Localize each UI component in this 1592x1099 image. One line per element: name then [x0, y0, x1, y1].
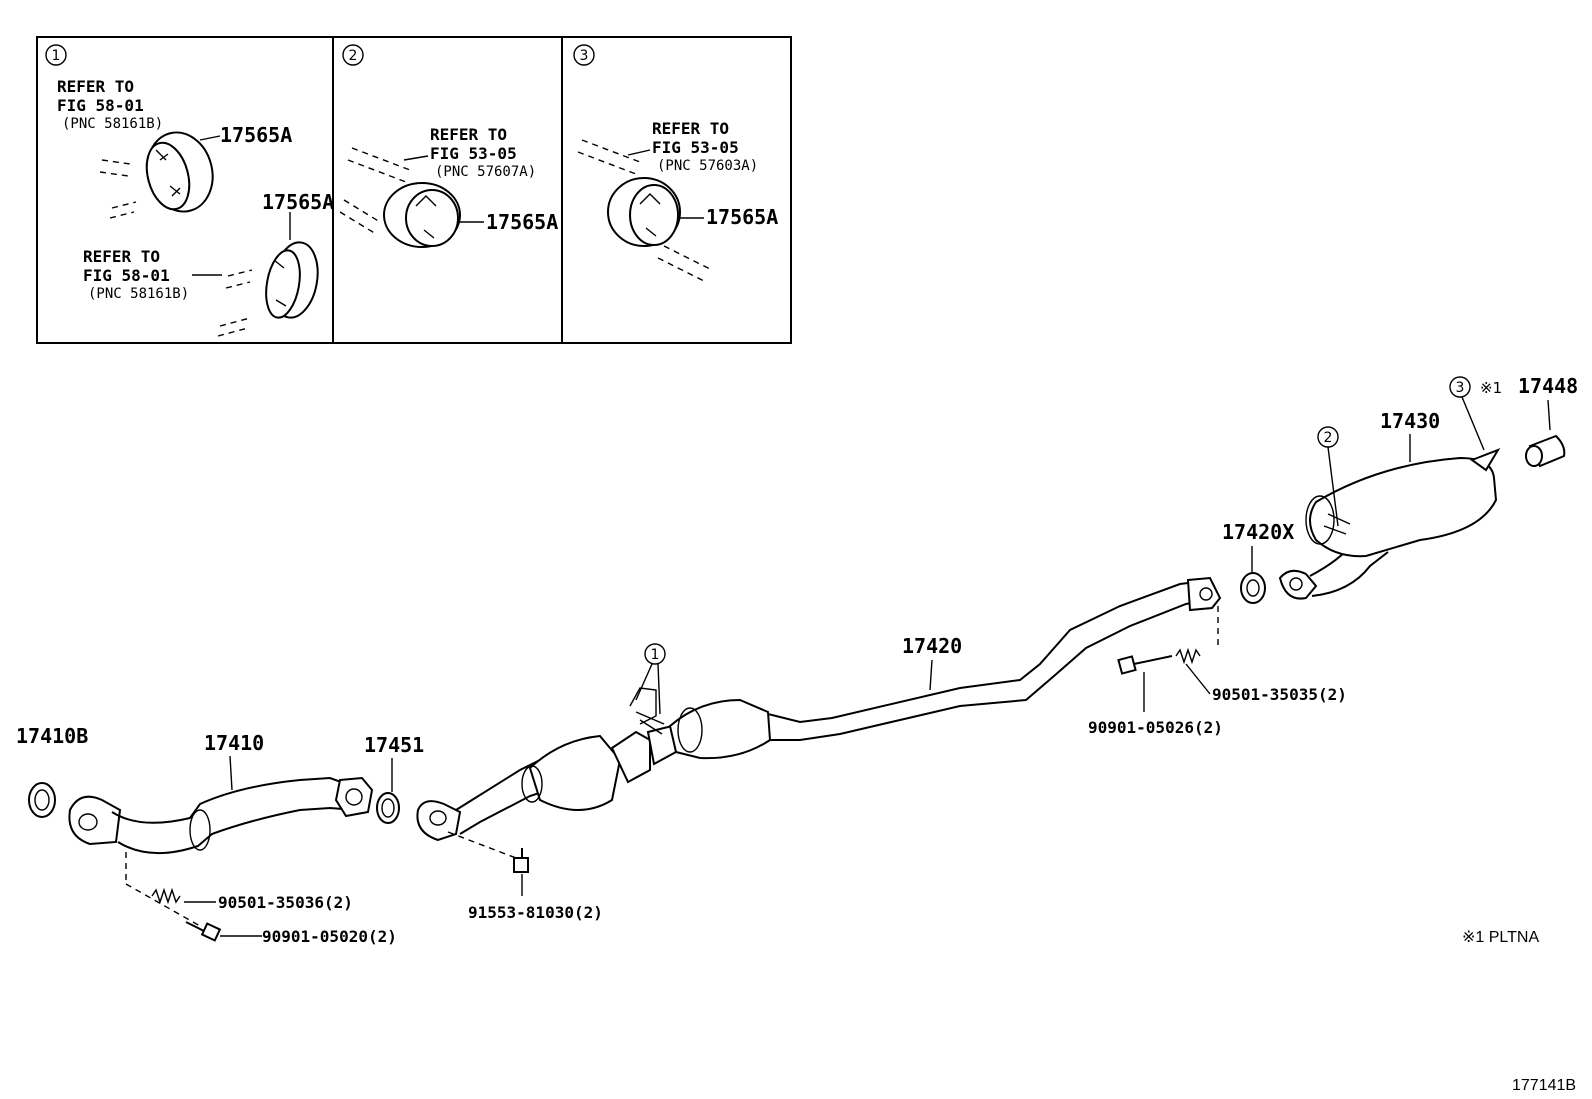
part-91553-81030-label: 91553-81030(2) — [468, 903, 603, 922]
gasket-17420X — [1240, 572, 1266, 604]
inset-panel-2: 2 REFER TO FIG 53-05 (PNC 57607A) 17565A — [339, 44, 558, 248]
gasket-17451 — [376, 792, 400, 824]
spring-icon — [151, 887, 181, 905]
inset-box — [36, 36, 792, 344]
inset-panel-3: 3 REFER TO FIG 53-05 (PNC 57603A) 17565A — [573, 44, 778, 283]
figure-code: 177141B — [1512, 1077, 1576, 1094]
panel-2-label: 17565A — [486, 210, 558, 234]
hanger-rubber-icon — [607, 177, 681, 247]
part-90901-05026-label: 90901-05026(2) — [1088, 718, 1223, 737]
panel-1-ref-b-line2: FIG 58-01 — [83, 266, 170, 285]
inset-panel-1: 1 REFER TO FIG 58-01 (PNC 58161B) 17565A… — [45, 44, 334, 337]
callout-1: 1 — [651, 647, 660, 663]
footnote: ※1 PLTNA — [1462, 929, 1539, 946]
tail-tip-17448 — [1525, 434, 1566, 468]
spring-icon — [1175, 647, 1201, 665]
part-90901-05020-label: 90901-05020(2) — [262, 927, 397, 946]
panel-1-number: 1 — [52, 48, 61, 64]
catalytic-converter-pipe — [416, 576, 1222, 842]
part-90501-35035-label: 90501-35035(2) — [1212, 685, 1347, 704]
hanger-rubber-icon — [265, 241, 319, 319]
hanger-rubber-icon — [383, 182, 461, 248]
panel-2-ref-line3: (PNC 57607A) — [435, 164, 536, 180]
note-mark-label: ※1 — [1480, 379, 1502, 397]
panel-1-ref-a-line3: (PNC 58161B) — [62, 116, 163, 132]
panel-1-ref-a-line1: REFER TO — [57, 77, 134, 96]
part-17420X-label: 17420X — [1222, 520, 1294, 544]
bracket-icon — [629, 687, 665, 735]
part-17410-label: 17410 — [204, 731, 264, 755]
part-17430-label: 17430 — [1380, 409, 1440, 433]
panel-2-ref-line1: REFER TO — [430, 125, 507, 144]
panel-3-ref-line1: REFER TO — [652, 119, 729, 138]
panel-3-ref-line2: FIG 53-05 — [652, 138, 739, 157]
panel-3-ref-line3: (PNC 57603A) — [657, 158, 758, 174]
hanger-rubber-icon — [145, 131, 214, 213]
part-17420-label: 17420 — [902, 634, 962, 658]
callout-2: 2 — [1324, 430, 1333, 446]
callout-3: 3 — [1456, 380, 1465, 396]
bolt-icon — [185, 921, 222, 942]
part-17451-label: 17451 — [364, 733, 424, 757]
panel-1-ref-a-line2: FIG 58-01 — [57, 96, 144, 115]
panel-1-ref-b-line3: (PNC 58161B) — [88, 286, 189, 302]
panel-1-ref-b-line1: REFER TO — [83, 247, 160, 266]
part-90501-35036-label: 90501-35036(2) — [218, 893, 353, 912]
panel-3-number: 3 — [580, 48, 589, 64]
part-17410B-label: 17410B — [16, 724, 88, 748]
panel-1-label-b: 17565A — [262, 190, 334, 214]
gasket-17410B — [28, 782, 56, 818]
muffler-17430 — [1278, 448, 1501, 600]
bolt-icon — [1117, 655, 1173, 675]
front-pipe-17410 — [68, 776, 374, 855]
part-17448-label: 17448 — [1518, 374, 1578, 398]
bolt-icon — [513, 848, 529, 873]
panel-3-label: 17565A — [706, 205, 778, 229]
panel-1-label-a: 17565A — [220, 123, 292, 147]
panel-2-number: 2 — [349, 48, 358, 64]
panel-2-ref-line2: FIG 53-05 — [430, 144, 517, 163]
